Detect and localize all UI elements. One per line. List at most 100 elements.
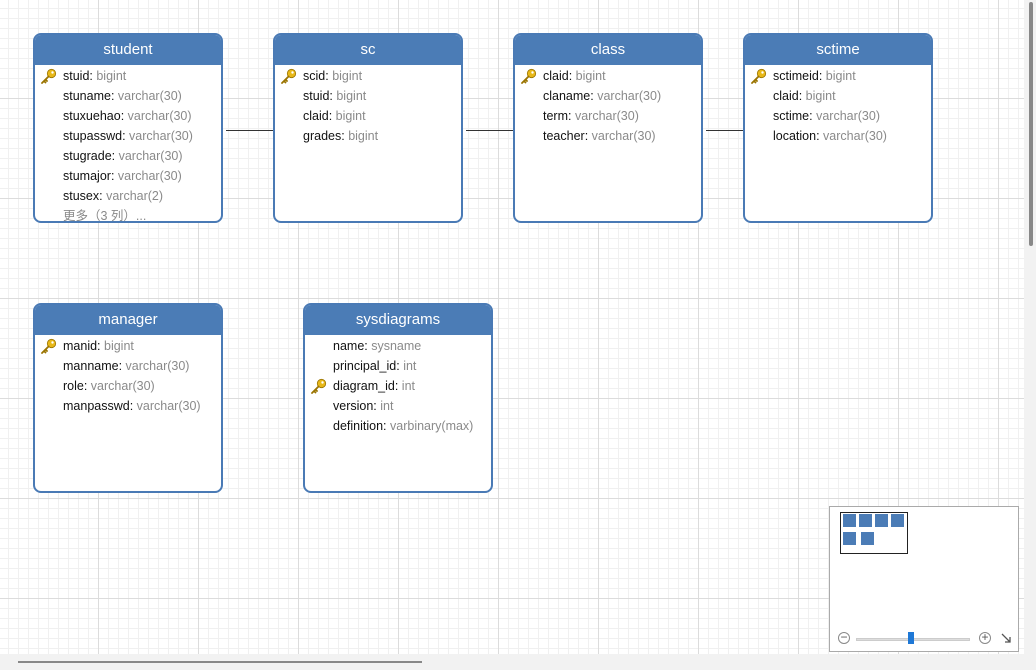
key-icon bbox=[280, 68, 298, 84]
column-type: bigint bbox=[332, 69, 363, 83]
column-row[interactable]: location: varchar(30) bbox=[773, 129, 887, 143]
relationship-line-class-sctime[interactable] bbox=[706, 130, 744, 131]
zoom-slider-thumb[interactable] bbox=[908, 632, 914, 644]
table-sctime[interactable]: sctime sctimeid: bigint claid: bigint sc… bbox=[743, 33, 933, 223]
column-type: bigint bbox=[575, 69, 606, 83]
overview-table-student bbox=[843, 514, 856, 527]
fit-to-window-icon[interactable] bbox=[1000, 632, 1012, 644]
column-row[interactable]: claname: varchar(30) bbox=[543, 89, 662, 103]
table-sc[interactable]: sc scid: bigint stuid: bigint claid: big… bbox=[273, 33, 463, 223]
column-row[interactable]: claid: bigint bbox=[773, 89, 836, 103]
column-name: scid bbox=[303, 69, 326, 83]
column-name: stupasswd bbox=[63, 129, 123, 143]
column-name: name bbox=[333, 339, 365, 353]
table-title: sc bbox=[275, 35, 461, 65]
vertical-scrollbar-thumb[interactable] bbox=[1029, 2, 1033, 246]
column-row[interactable]: teacher: varchar(30) bbox=[543, 129, 656, 143]
column-row[interactable]: role: varchar(30) bbox=[63, 379, 155, 393]
overview-table-class bbox=[875, 514, 888, 527]
column-row[interactable]: sctime: varchar(30) bbox=[773, 109, 880, 123]
column-row[interactable]: stuxuehao: varchar(30) bbox=[63, 109, 192, 123]
column-type: varchar(30) bbox=[591, 129, 656, 143]
column-row[interactable]: definition: varbinary(max) bbox=[333, 419, 474, 433]
overview-viewport-rect[interactable] bbox=[840, 512, 908, 554]
column-row[interactable]: stusex: varchar(2) bbox=[63, 189, 164, 203]
column-type: varchar(2) bbox=[106, 189, 164, 203]
zoom-out-icon[interactable]: − bbox=[838, 631, 850, 644]
column-list: scid: bigint stuid: bigint claid: bigint… bbox=[275, 65, 461, 146]
column-name: version bbox=[333, 399, 374, 413]
column-name: stugrade bbox=[63, 149, 112, 163]
column-type: varchar(30) bbox=[125, 359, 190, 373]
column-row[interactable]: stuname: varchar(30) bbox=[63, 89, 182, 103]
column-row[interactable]: stugrade: varchar(30) bbox=[63, 149, 183, 163]
table-title: manager bbox=[35, 305, 221, 335]
column-type: varchar(30) bbox=[117, 169, 182, 183]
overview-table-sctime bbox=[891, 514, 904, 527]
column-name: claname bbox=[543, 89, 591, 103]
column-name: claid bbox=[303, 109, 329, 123]
column-row[interactable]: manpasswd: varchar(30) bbox=[63, 399, 201, 413]
key-icon bbox=[310, 378, 328, 394]
column-type: bigint bbox=[96, 69, 127, 83]
column-row[interactable]: diagram_id: int bbox=[305, 376, 491, 396]
more-columns-label: 更多（3 列）... bbox=[63, 209, 147, 223]
column-type: varchar(30) bbox=[823, 129, 887, 143]
column-type: int bbox=[380, 399, 394, 413]
column-name: stumajor bbox=[63, 169, 111, 183]
column-row[interactable]: term: varchar(30) bbox=[543, 109, 639, 123]
zoom-in-icon[interactable]: + bbox=[979, 631, 991, 644]
diagram-canvas[interactable]: student stuid: bigint stuname: varchar(3… bbox=[0, 0, 1024, 654]
column-row[interactable]: stumajor: varchar(30) bbox=[63, 169, 182, 183]
column-row[interactable]: claid: bigint bbox=[515, 66, 701, 86]
table-sysdiagrams[interactable]: sysdiagrams name: sysname principal_id: … bbox=[303, 303, 493, 493]
column-row[interactable]: stupasswd: varchar(30) bbox=[63, 129, 193, 143]
column-name: diagram_id bbox=[333, 379, 395, 393]
column-name: manid bbox=[63, 339, 98, 353]
horizontal-scrollbar-thumb[interactable] bbox=[18, 661, 422, 663]
key-icon bbox=[40, 68, 58, 84]
column-type: sysname bbox=[371, 339, 422, 353]
column-name: principal_id bbox=[333, 359, 397, 373]
column-row[interactable]: grades: bigint bbox=[303, 129, 379, 143]
column-name: sctime bbox=[773, 109, 810, 123]
more-columns-link[interactable]: 更多（3 列）... bbox=[35, 206, 221, 223]
table-manager[interactable]: manager manid: bigint manname: varchar(3… bbox=[33, 303, 223, 493]
column-name: term bbox=[543, 109, 568, 123]
column-row[interactable]: claid: bigint bbox=[303, 109, 366, 123]
column-row[interactable]: version: int bbox=[333, 399, 394, 413]
table-class[interactable]: class claid: bigint claname: varchar(30)… bbox=[513, 33, 703, 223]
column-type: varchar(30) bbox=[597, 89, 662, 103]
table-student[interactable]: student stuid: bigint stuname: varchar(3… bbox=[33, 33, 223, 223]
column-name: manpasswd bbox=[63, 399, 130, 413]
column-row[interactable]: sctimeid: bigint bbox=[745, 66, 931, 86]
column-type: bigint bbox=[336, 89, 367, 103]
column-type: int bbox=[401, 379, 415, 393]
overview-table-sc bbox=[859, 514, 872, 527]
column-name: manname bbox=[63, 359, 119, 373]
relationship-line-sc-class[interactable] bbox=[466, 130, 514, 131]
overview-table-manager bbox=[843, 532, 856, 545]
relationship-line-student-sc[interactable] bbox=[226, 130, 274, 131]
column-type: varchar(30) bbox=[90, 379, 155, 393]
diagram-overview-panel[interactable]: − + bbox=[829, 506, 1019, 652]
column-list: name: sysname principal_id: int diagram_… bbox=[305, 335, 491, 436]
vertical-scrollbar[interactable] bbox=[1024, 0, 1036, 654]
column-list: sctimeid: bigint claid: bigint sctime: v… bbox=[745, 65, 931, 146]
overview-table-sysdiagrams bbox=[861, 532, 874, 545]
horizontal-scrollbar[interactable] bbox=[0, 654, 1036, 670]
column-row[interactable]: stuid: bigint bbox=[303, 89, 367, 103]
column-row[interactable]: stuid: bigint bbox=[35, 66, 221, 86]
column-list: claid: bigint claname: varchar(30) term:… bbox=[515, 65, 701, 146]
column-row[interactable]: scid: bigint bbox=[275, 66, 461, 86]
column-row[interactable]: principal_id: int bbox=[333, 359, 417, 373]
column-row[interactable]: name: sysname bbox=[333, 339, 422, 353]
column-name: grades bbox=[303, 129, 342, 143]
column-type: varbinary(max) bbox=[390, 419, 474, 433]
column-name: claid bbox=[773, 89, 799, 103]
key-icon bbox=[40, 338, 58, 354]
column-row[interactable]: manid: bigint bbox=[35, 336, 221, 356]
column-name: teacher bbox=[543, 129, 585, 143]
column-row[interactable]: manname: varchar(30) bbox=[63, 359, 190, 373]
column-name: definition bbox=[333, 419, 384, 433]
